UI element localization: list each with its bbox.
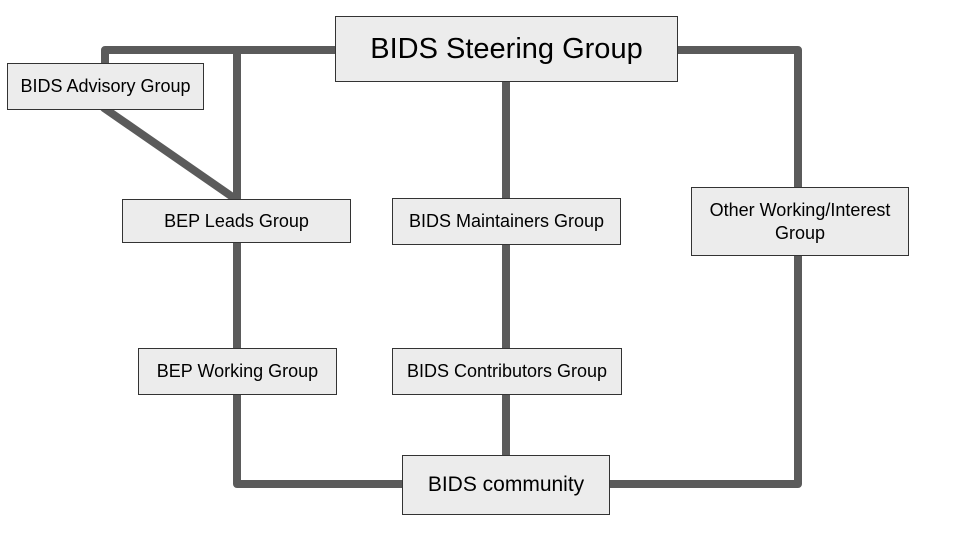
node-bids-contributors-group: BIDS Contributors Group	[392, 348, 622, 395]
node-bids-maintainers-group: BIDS Maintainers Group	[392, 198, 621, 245]
connector-advisory-diagonal	[100, 104, 238, 202]
node-label: BIDS community	[427, 472, 585, 496]
node-label: BIDS Contributors Group	[406, 361, 608, 382]
node-label: Other Working/Interest Group	[709, 200, 891, 243]
node-bids-steering-group: BIDS Steering Group	[335, 16, 678, 82]
node-label: BIDS Steering Group	[370, 32, 643, 65]
node-bep-working-group: BEP Working Group	[138, 348, 337, 395]
node-label: BIDS Maintainers Group	[408, 211, 605, 232]
node-label: BEP Working Group	[156, 361, 319, 382]
node-bep-leads-group: BEP Leads Group	[122, 199, 351, 243]
node-other-working-interest-group: Other Working/Interest Group	[691, 187, 909, 256]
node-bids-community: BIDS community	[402, 455, 610, 515]
node-bids-advisory-group: BIDS Advisory Group	[7, 63, 204, 110]
node-label: BEP Leads Group	[164, 210, 309, 231]
node-label: BIDS Advisory Group	[20, 76, 191, 97]
connector-main-loop	[101, 46, 802, 488]
